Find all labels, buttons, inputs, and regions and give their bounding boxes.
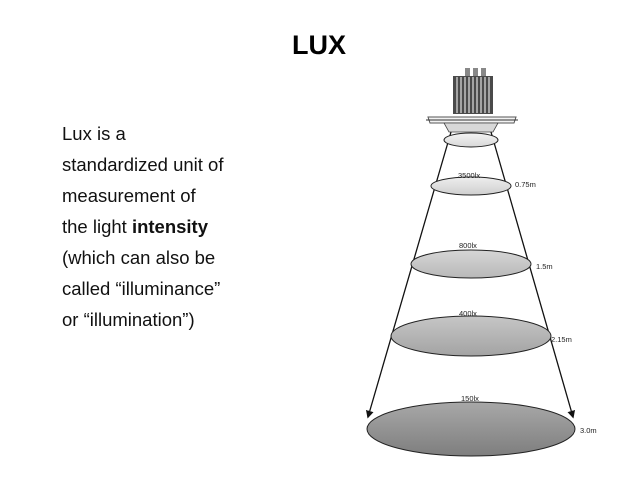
slide-title: LUX xyxy=(292,30,346,60)
lux-label-3500: 3500lx xyxy=(458,171,480,180)
distance-label-075: 0.75m xyxy=(515,180,536,189)
emphasis-word: intensity xyxy=(131,216,209,237)
lux-cone-diagram: 3500lx 0.75m 800lx 1.5m 400lx 2.15m 150l… xyxy=(366,68,597,457)
definition-line: or “illumination”) xyxy=(62,309,195,330)
illuminance-plane xyxy=(430,176,512,196)
lux-label-400: 400lx xyxy=(459,309,477,318)
illuminance-plane xyxy=(410,249,532,279)
illuminance-planes xyxy=(366,132,576,457)
illuminance-plane xyxy=(390,315,552,357)
definition-line: called “illuminance” xyxy=(62,278,221,299)
downlight-fixture xyxy=(426,68,518,133)
definition-line: the light intensity xyxy=(62,216,209,237)
cone-left-arrow xyxy=(366,131,452,419)
lux-label-800: 800lx xyxy=(459,241,477,250)
lux-label-150: 150lx xyxy=(461,394,479,403)
definition-line: measurement of xyxy=(62,185,196,206)
illuminance-plane xyxy=(366,401,576,457)
definition-line: standardized unit of xyxy=(62,154,224,175)
definition-line: (which can also be xyxy=(62,247,216,268)
distance-label-30: 3.0m xyxy=(580,426,597,435)
definition-text: Lux is a standardized unit of measuremen… xyxy=(62,118,292,335)
distance-label-215: 2.15m xyxy=(551,335,572,344)
illuminance-plane xyxy=(443,132,499,148)
cone-right-arrow xyxy=(490,131,576,419)
distance-label-15: 1.5m xyxy=(536,262,553,271)
definition-line: Lux is a xyxy=(62,123,126,144)
